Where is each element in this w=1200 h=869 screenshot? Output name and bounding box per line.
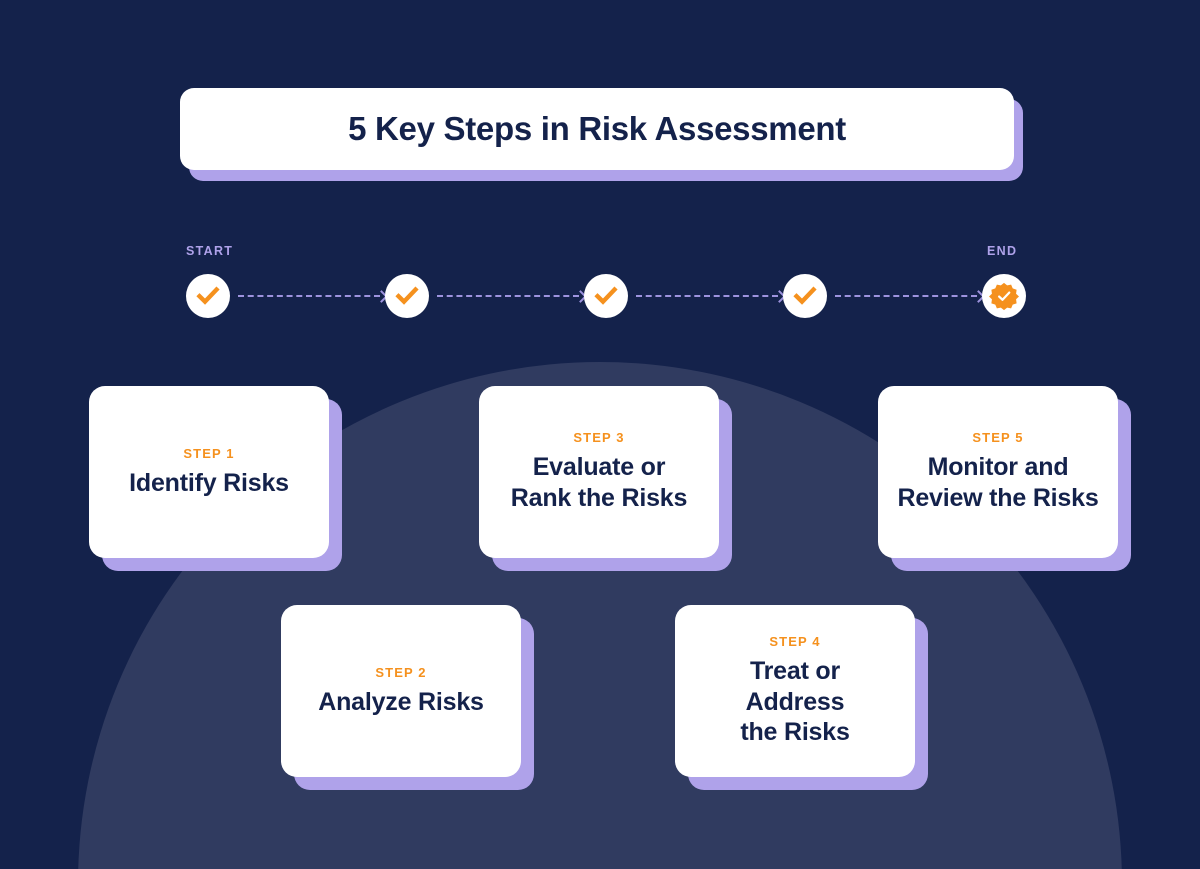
timeline-connector-4 bbox=[835, 289, 985, 303]
step-card-1[interactable]: STEP 1 Identify Risks bbox=[89, 386, 342, 571]
timeline-node-2[interactable] bbox=[385, 274, 429, 318]
step-card-4-body: STEP 4 Treat or Address the Risks bbox=[675, 605, 915, 777]
step-card-2[interactable]: STEP 2 Analyze Risks bbox=[281, 605, 534, 790]
check-icon bbox=[395, 286, 419, 305]
step-card-2-body: STEP 2 Analyze Risks bbox=[281, 605, 521, 777]
title-banner: 5 Key Steps in Risk Assessment bbox=[180, 88, 1023, 181]
timeline-end-label: END bbox=[987, 244, 1018, 258]
step-card-3[interactable]: STEP 3 Evaluate or Rank the Risks bbox=[479, 386, 732, 571]
timeline-start-label: START bbox=[186, 244, 234, 258]
timeline-node-4[interactable] bbox=[783, 274, 827, 318]
step-1-label: STEP 1 bbox=[183, 445, 235, 461]
badge-check-icon bbox=[989, 282, 1019, 311]
timeline-node-3[interactable] bbox=[584, 274, 628, 318]
page-title: 5 Key Steps in Risk Assessment bbox=[348, 110, 846, 147]
connector-dashed-line bbox=[636, 295, 778, 297]
step-5-label: STEP 5 bbox=[972, 430, 1024, 446]
connector-dashed-line bbox=[437, 295, 579, 297]
check-icon bbox=[793, 286, 817, 305]
timeline-connector-3 bbox=[636, 289, 786, 303]
step-card-4[interactable]: STEP 4 Treat or Address the Risks bbox=[675, 605, 928, 790]
step-card-1-body: STEP 1 Identify Risks bbox=[89, 386, 329, 558]
step-card-5[interactable]: STEP 5 Monitor and Review the Risks bbox=[878, 386, 1131, 571]
step-4-title: Treat or Address the Risks bbox=[740, 656, 850, 747]
step-2-title: Analyze Risks bbox=[318, 687, 484, 716]
connector-dashed-line bbox=[835, 295, 977, 297]
timeline-node-5[interactable] bbox=[982, 274, 1026, 318]
step-3-title: Evaluate or Rank the Risks bbox=[510, 453, 688, 512]
step-card-3-body: STEP 3 Evaluate or Rank the Risks bbox=[479, 386, 719, 558]
check-icon bbox=[196, 286, 220, 305]
step-1-title: Identify Risks bbox=[129, 468, 289, 497]
step-card-5-body: STEP 5 Monitor and Review the Risks bbox=[878, 386, 1118, 558]
timeline-connector-2 bbox=[437, 289, 587, 303]
connector-dashed-line bbox=[238, 295, 380, 297]
step-4-label: STEP 4 bbox=[769, 633, 821, 649]
timeline-node-1[interactable] bbox=[186, 274, 230, 318]
step-3-label: STEP 3 bbox=[573, 430, 625, 446]
check-icon bbox=[594, 286, 618, 305]
timeline-connector-1 bbox=[238, 289, 388, 303]
title-banner-card: 5 Key Steps in Risk Assessment bbox=[180, 88, 1014, 170]
step-2-label: STEP 2 bbox=[375, 664, 427, 680]
step-5-title: Monitor and Review the Risks bbox=[897, 453, 1099, 512]
progress-timeline: START END bbox=[0, 240, 1200, 330]
